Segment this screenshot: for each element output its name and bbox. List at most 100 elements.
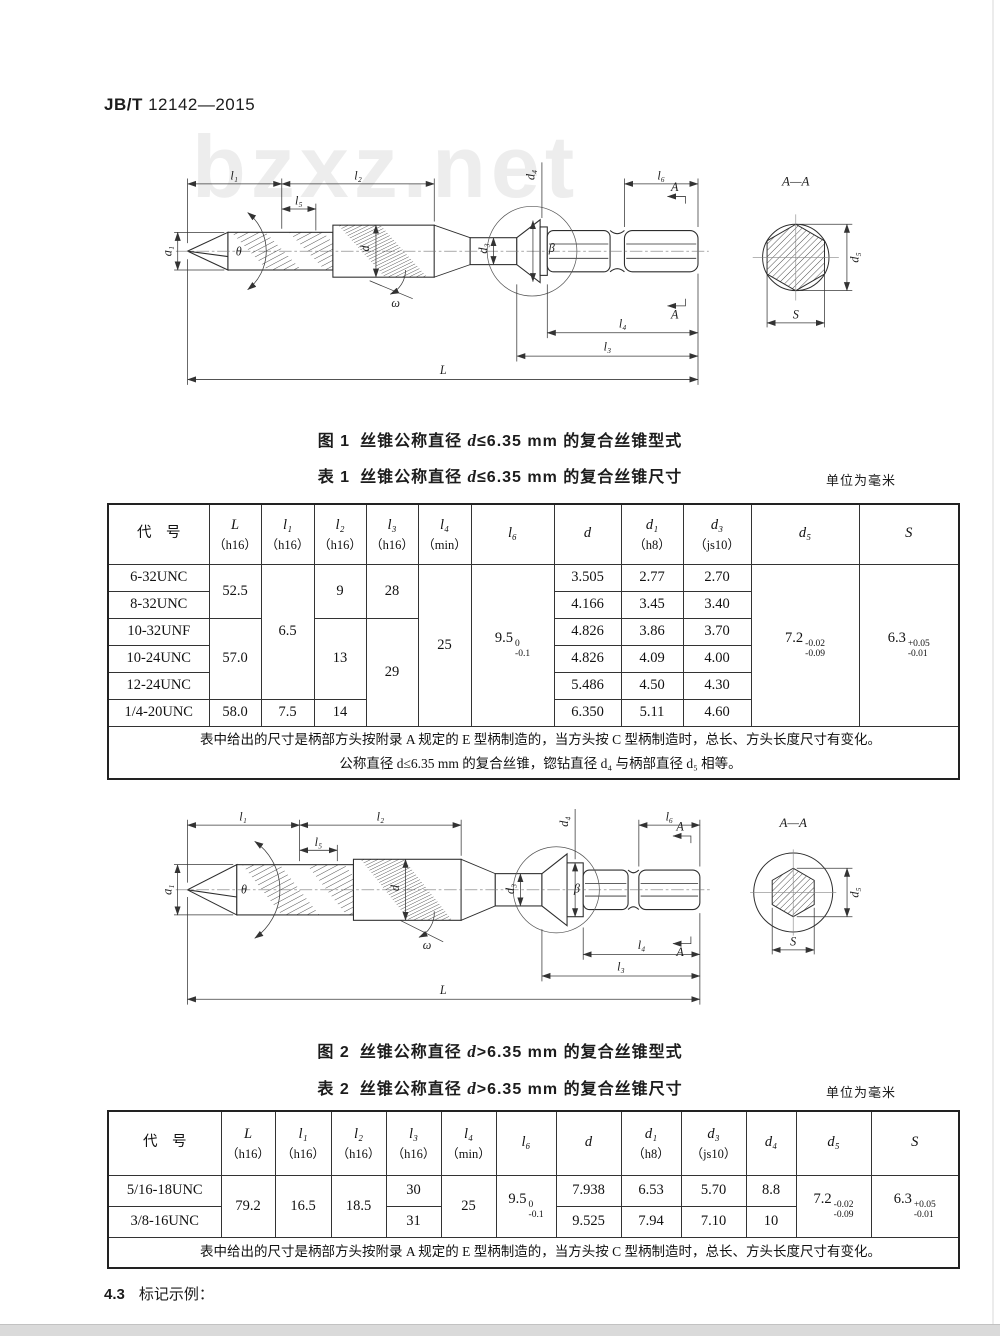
col-l2: l₂（h16） <box>313 503 367 565</box>
cell-d1: 4.50 <box>620 671 684 700</box>
dim-d3: d₃ <box>503 884 517 894</box>
cell-d1: 3.45 <box>620 590 684 619</box>
dim-l2: l₂ <box>377 810 385 824</box>
figure1-technical-drawing: l₁ l₂ l₅ l₆ d₄ d₁ θ d ω d₃ β A A l₄ l₃ L… <box>165 162 862 385</box>
col-l1: l₁（h16） <box>260 503 315 565</box>
angle-theta: θ <box>236 245 242 259</box>
cell-d: 6.350 <box>553 698 622 727</box>
section-view-AA: A—A d₅ S <box>752 174 862 328</box>
cell-L: 57.0 <box>208 617 262 700</box>
scan-edge <box>992 0 994 1336</box>
table-row: 12-24UNC 5.486 4.50 4.30 <box>107 671 959 700</box>
cell-d3: 4.00 <box>682 644 752 673</box>
dim-d1: d₁ <box>165 885 174 895</box>
table-note-row: 表中给出的尺寸是柄部方头按附录 A 规定的 E 型柄制造的，当方头按 C 型柄制… <box>107 1236 960 1269</box>
cell-l3: 30 <box>385 1174 442 1207</box>
angle-beta: β <box>573 881 581 895</box>
cell-L: 79.2 <box>220 1174 276 1238</box>
dim-L: L <box>439 983 447 997</box>
col-l1: l₁（h16） <box>274 1110 332 1176</box>
section-title: 标记示例： <box>138 1286 214 1303</box>
dim-S: S <box>793 307 799 321</box>
dimension-lines <box>174 162 699 385</box>
cell-l4: 25 <box>417 563 472 727</box>
cell-l3: 31 <box>385 1205 442 1238</box>
cell-d: 3.505 <box>553 563 622 592</box>
col-L: L（h16） <box>220 1110 276 1176</box>
cell-code: 10-24UNC <box>107 644 210 673</box>
watermark: bzxz.net <box>192 117 580 216</box>
table1: 代 号 L（h16） l₁（h16） l₂（h16） l₃（h16） l₄（mi… <box>107 503 960 781</box>
col-S: S <box>858 503 960 565</box>
cell-l3: 29 <box>365 617 419 727</box>
section-mark-A: A <box>670 180 679 194</box>
cell-code: 12-24UNC <box>107 671 210 700</box>
col-d5: d₅ <box>750 503 860 565</box>
cell-d1: 2.77 <box>620 563 684 592</box>
col-l3: l₃（h16） <box>365 503 419 565</box>
dim-S: S <box>790 934 796 948</box>
angle-omega: ω <box>423 938 432 952</box>
cell-code: 8-32UNC <box>107 590 210 619</box>
cell-d3: 5.70 <box>680 1174 747 1207</box>
dim-l3: l₃ <box>617 960 625 974</box>
dim-l3: l₃ <box>604 340 612 354</box>
cell-d4: 8.8 <box>745 1174 797 1207</box>
cell-l3: 28 <box>365 563 419 619</box>
dim-d: d <box>358 245 372 252</box>
cell-d1: 3.86 <box>620 617 684 646</box>
section-view-AA: A—A d₅ S <box>750 815 862 955</box>
dim-l1: l₁ <box>239 810 247 824</box>
col-d3: d₃（js10） <box>680 1110 747 1176</box>
cell-l1: 7.5 <box>260 698 315 727</box>
cell-d1: 4.09 <box>620 644 684 673</box>
dim-d4: d₄ <box>524 170 538 180</box>
table1-note: 表中给出的尺寸是柄部方头按附录 A 规定的 E 型柄制造的，当方头按 C 型柄制… <box>107 725 960 780</box>
col-d: d <box>555 1110 622 1176</box>
cell-code: 10-32UNF <box>107 617 210 646</box>
cell-l2: 18.5 <box>330 1174 387 1238</box>
figure2-labels: l₁ l₂ l₅ l₆ d₄ d₁ θ d ω d₃ β A A l₄ l₃ L <box>165 810 684 997</box>
cell-code: 1/4-20UNC <box>107 698 210 727</box>
dim-d3: d₃ <box>476 243 490 253</box>
angle-beta: β <box>548 241 556 255</box>
cell-d1: 7.94 <box>620 1205 682 1238</box>
angle-omega: ω <box>391 296 400 310</box>
cell-S: 6.3+0.05-0.01 <box>858 563 960 727</box>
dim-l5: l₅ <box>295 194 303 208</box>
cell-d: 4.166 <box>553 590 622 619</box>
cell-d1: 6.53 <box>620 1174 682 1207</box>
cell-d: 7.938 <box>555 1174 622 1207</box>
dim-l2: l₂ <box>354 168 362 182</box>
col-l4: l₄（min） <box>417 503 472 565</box>
col-code: 代 号 <box>107 1110 222 1176</box>
cell-code: 5/16-18UNC <box>107 1174 222 1207</box>
cell-l1: 6.5 <box>260 563 315 700</box>
cell-l2: 13 <box>313 617 367 700</box>
standard-number: JB/T 12142—2015 <box>104 95 255 115</box>
col-code: 代 号 <box>107 503 210 565</box>
cell-d3: 7.10 <box>680 1205 747 1238</box>
cell-L: 58.0 <box>208 698 262 727</box>
col-d: d <box>553 503 622 565</box>
col-l6: l₆ <box>470 503 555 565</box>
dim-l4: l₄ <box>619 316 627 330</box>
cell-d4: 10 <box>745 1205 797 1238</box>
table1-unit: 单位为毫米 <box>826 473 897 488</box>
table2-header-row: 代 号 L（h16） l₁（h16） l₂（h16） l₃（h16） l₄（mi… <box>107 1110 960 1176</box>
section-title: A—A <box>778 815 807 830</box>
col-l4: l₄（min） <box>440 1110 497 1176</box>
cell-l2: 9 <box>313 563 367 619</box>
figure1-labels: l₁ l₂ l₅ l₆ d₄ d₁ θ d ω d₃ β A A l₄ l₃ L <box>165 168 679 377</box>
tap-body <box>186 218 699 284</box>
cell-code: 6-32UNC <box>107 563 210 592</box>
cell-d5: 7.2-0.02-0.09 <box>750 563 860 727</box>
figure2-technical-drawing: l₁ l₂ l₅ l₆ d₄ d₁ θ d ω d₃ β A A l₄ l₃ L… <box>165 809 862 1005</box>
